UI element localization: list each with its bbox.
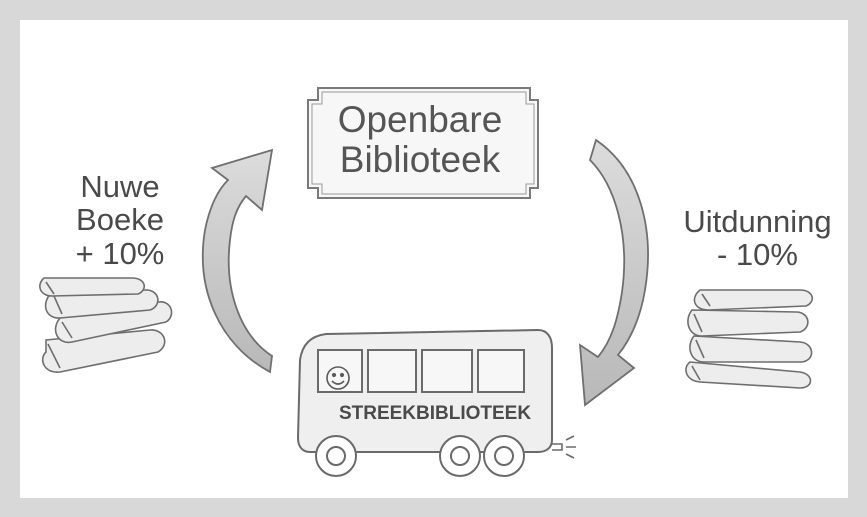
- bus-wheels: [315, 435, 525, 477]
- bus-window-3: [477, 349, 525, 393]
- bus-icon: [296, 328, 576, 477]
- arrow-down-right: [578, 138, 649, 407]
- smiley-driver-icon: [326, 366, 350, 390]
- library-label-line2: Biblioteek: [339, 138, 501, 180]
- exhaust-icon: [552, 435, 576, 459]
- books-left-icon: [39, 277, 173, 373]
- library-plaque-inner: [311, 91, 535, 195]
- weeding-label: Uitdunning - 10%: [665, 205, 850, 272]
- library-label: Openbare Biblioteek: [300, 100, 540, 180]
- bus-window-2: [421, 349, 473, 393]
- new-books-line2: Boeke: [76, 202, 164, 238]
- arrow-up-left: [201, 148, 274, 374]
- weeding-line2: - 10%: [717, 237, 798, 273]
- library-label-line1: Openbare: [337, 99, 503, 140]
- new-books-line1: Nuwe: [80, 169, 160, 204]
- new-books-label: Nuwe Boeke + 10%: [50, 169, 190, 271]
- library-plaque: [307, 87, 539, 199]
- weeding-line1: Uitdunning: [683, 204, 832, 239]
- books-right-icon: [685, 289, 813, 389]
- bus-window-driver: [317, 349, 363, 393]
- new-books-line3: + 10%: [75, 235, 165, 271]
- bus-label: STREEKBIBLIOTEEK: [338, 403, 532, 424]
- bus-window-1: [367, 349, 417, 393]
